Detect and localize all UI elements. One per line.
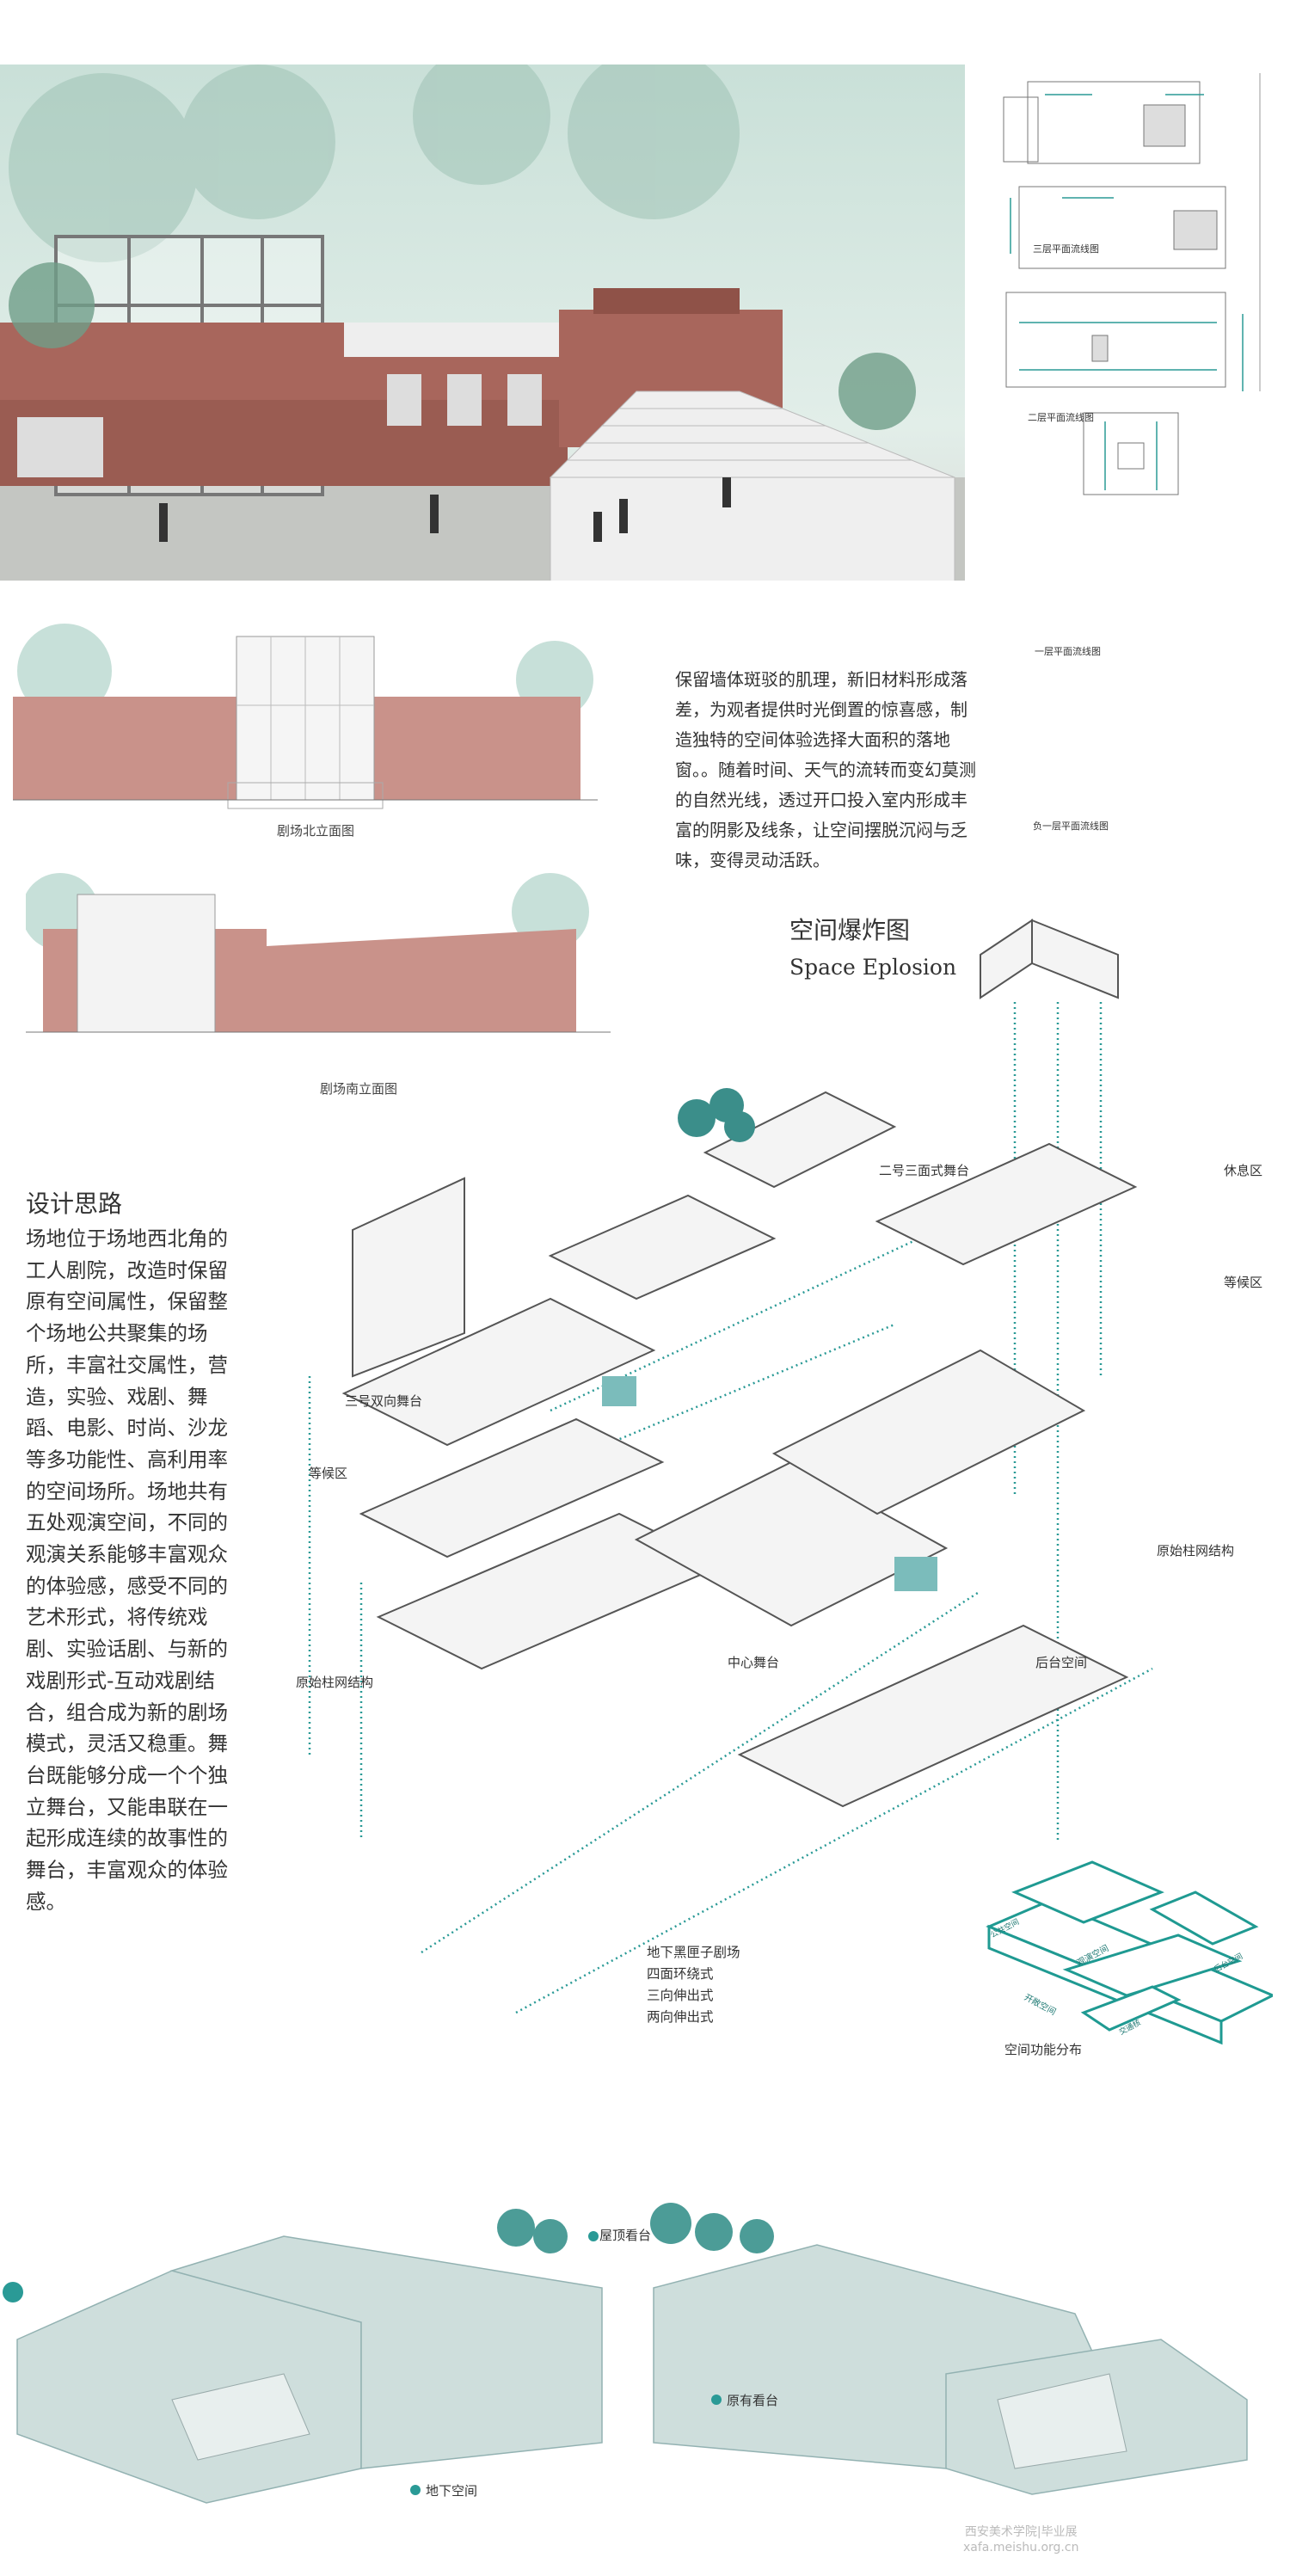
floor-plans-drawing [1003,73,1261,495]
label-backstage: 后台空间 [1035,1655,1088,1670]
watermark-url: xafa.meishu.org.cn [963,2541,1079,2554]
hero-rendering-drawing [0,65,965,581]
explosion-title-cn: 空间爆炸图 [789,916,911,944]
label-center-stage: 中心舞台 [728,1655,780,1670]
plan-caption-third-floor: 三层平面流线图 [1033,243,1099,255]
blackbox-type: 两向伸出式 [647,2009,714,2025]
plan-caption-basement: 负一层平面流线图 [1033,821,1109,832]
label-lounge: 休息区 [1224,1163,1263,1178]
label-waiting-right: 等候区 [1224,1275,1263,1290]
hero-rendering [0,65,965,581]
axonometric-drawing [3,2203,1248,2504]
axon-label-roof: 屋顶看台 [599,2228,652,2243]
function-map-caption: 空间功能分布 [1004,2042,1083,2057]
design-description: 场地位于场地西北角的工人剧院，改造时保留原有空间属性，保留整个场地公共聚集的场所… [26,1227,228,1914]
label-stage3: 三号双向舞台 [345,1393,423,1409]
axon-label-original: 原有看台 [727,2393,779,2408]
material-description: 保留墙体斑驳的肌理，新旧材料形成落差，为观者提供时光倒置的惊喜感，制造独特的空间… [675,669,976,870]
exploded-diagram-drawing [308,919,1153,2014]
blackbox-type: 四面环绕式 [647,1966,714,1982]
function-map-drawing [986,1860,1273,2045]
label-stage2: 二号三面式舞台 [879,1163,970,1178]
label-waiting-left: 等候区 [309,1466,348,1481]
north-elevation-drawing [13,624,598,809]
blackbox-title: 地下黑匣子剧场 [647,1945,740,1960]
watermark: 西安美术学院|毕业展 xafa.meishu.org.cn [963,2524,1078,2555]
north-elevation-caption: 剧场北立面图 [277,823,355,839]
floor-plans: 三层平面流线图 二层平面流线图 一层平面流线图 负一层平面流线图 [1002,73,1277,847]
watermark-org: 西安美术学院|毕业展 [964,2525,1078,2539]
plan-caption-second-floor: 二层平面流线图 [1028,412,1094,423]
south-elevation-drawing [26,873,611,1033]
blackbox-type: 三向伸出式 [647,1988,714,2003]
south-elevation-caption: 剧场南立面图 [320,1081,398,1097]
explosion-title-en: Space Eplosion [789,955,957,980]
label-column-grid-right: 原始柱网结构 [1157,1543,1235,1559]
design-title: 设计思路 [26,1190,123,1218]
axon-label-underground: 地下空间 [426,2483,478,2499]
blackbox-theatre-labels: 地下黑匣子剧场 四面环绕式 三向伸出式 两向伸出式 [647,1942,740,2028]
label-column-grid-left: 原始柱网结构 [296,1675,374,1690]
plan-caption-first-floor: 一层平面流线图 [1035,646,1101,657]
